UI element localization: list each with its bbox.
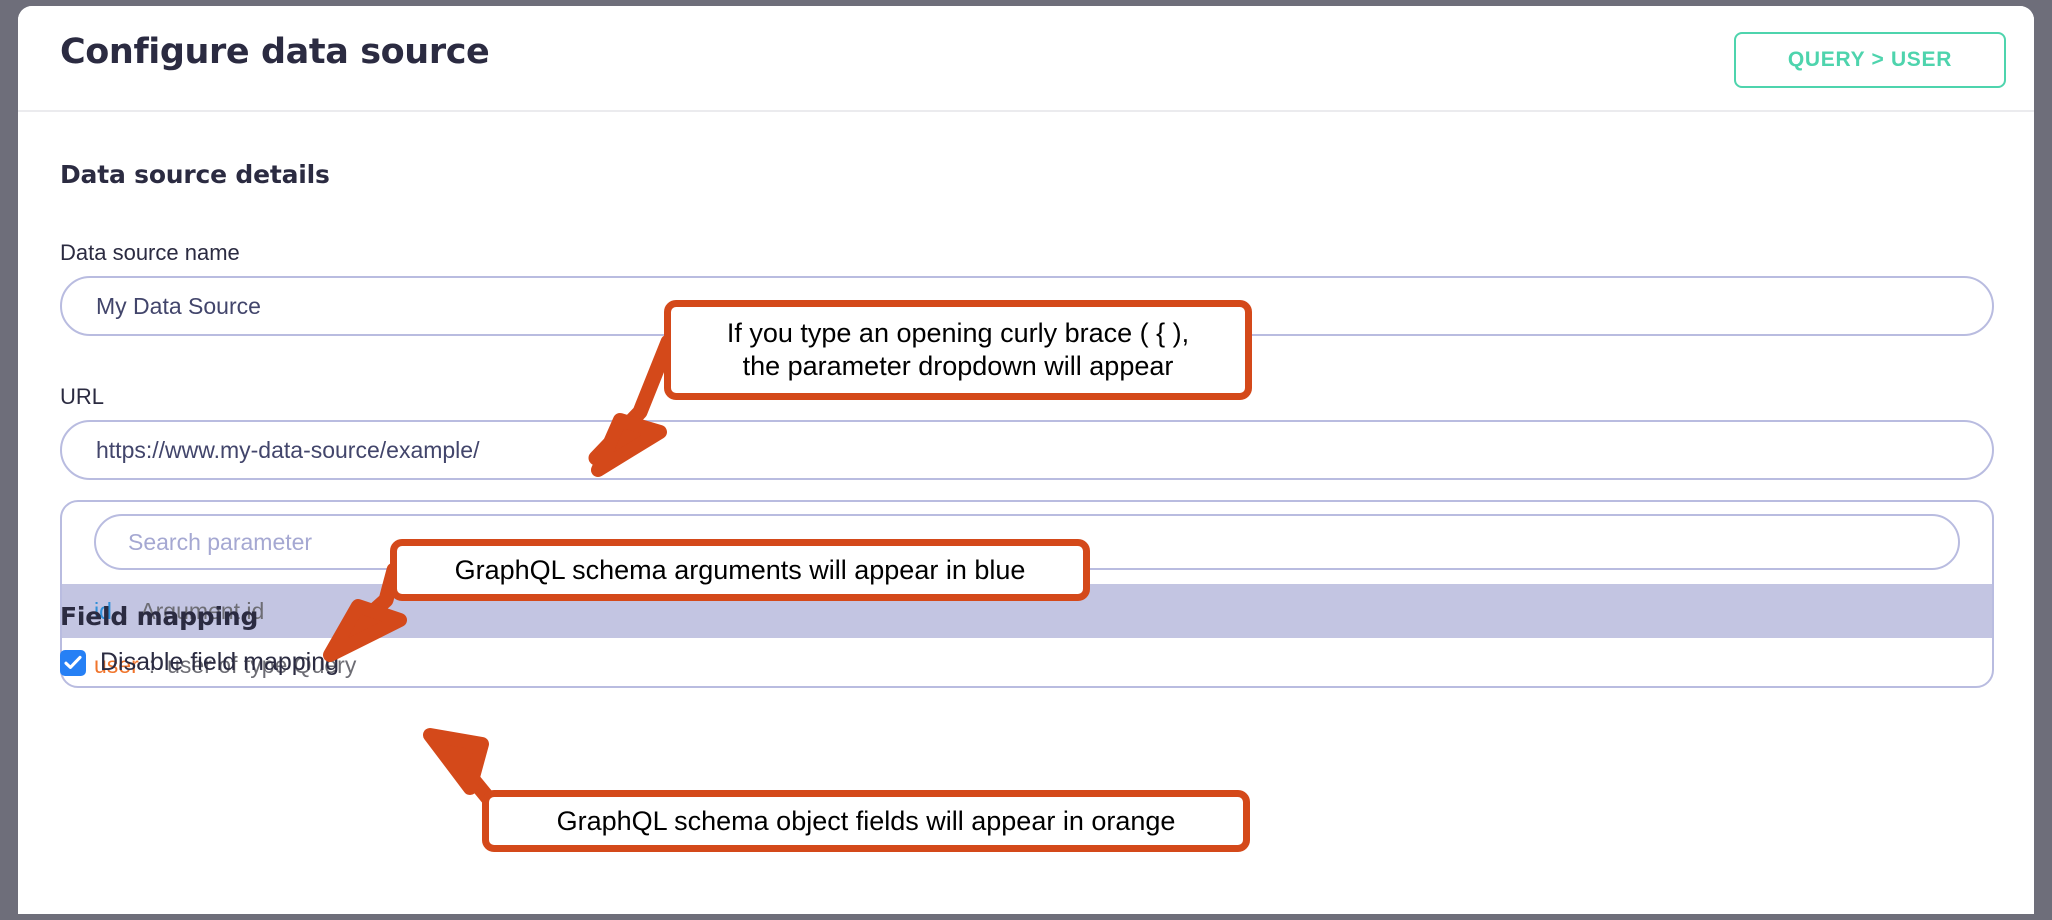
parameter-separator: : [148,651,156,678]
data-source-name-value: My Data Source [96,292,261,319]
parameter-dropdown-panel: Search parameter id : Argument id user :… [60,500,1994,688]
parameter-key: id [94,597,112,624]
parameter-key: user [94,651,139,678]
search-parameter-placeholder: Search parameter [128,528,313,555]
url-label: URL [60,384,105,409]
disable-field-mapping-row[interactable]: Disable field mapping [60,648,339,677]
data-source-name-label: Data source name [60,240,240,265]
page-title: Configure data source [60,32,490,72]
field-mapping-heading: Field mapping [60,602,259,631]
configure-data-source-card: Configure data source QUERY > USER Data … [18,6,2034,914]
data-source-name-input[interactable]: My Data Source [60,276,1994,336]
parameter-separator: : [121,597,129,624]
card-header: Configure data source QUERY > USER [18,6,2034,112]
parameter-option-user[interactable]: user : user of type Query [62,638,1992,686]
url-input[interactable]: https://www.my-data-source/example/ [60,420,1994,480]
url-value: https://www.my-data-source/example/ [96,436,480,463]
parameter-option-id[interactable]: id : Argument id [62,584,1992,638]
data-source-details-heading: Data source details [60,160,330,189]
checkbox-checked-icon[interactable] [60,649,86,676]
card-body: Data source details Data source name My … [18,112,2034,914]
parameter-description: Argument id [140,597,265,624]
query-user-button[interactable]: QUERY > USER [1734,32,2006,88]
search-parameter-input[interactable]: Search parameter [94,514,1960,570]
disable-field-mapping-label: Disable field mapping [100,648,340,676]
